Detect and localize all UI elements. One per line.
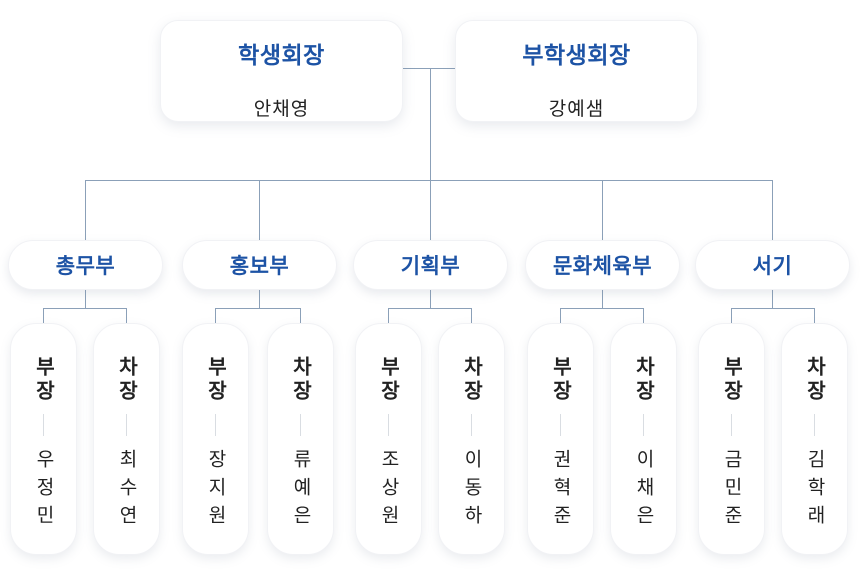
- connector-dept-rail: [85, 180, 773, 181]
- divider: [814, 414, 815, 436]
- connector-stub-dept-5: [772, 290, 773, 308]
- exec-title: 학생회장: [238, 42, 325, 68]
- connector-stub-dept-4: [602, 290, 603, 308]
- divider: [471, 414, 472, 436]
- member-name: 김학래: [804, 449, 825, 533]
- member-name: 최수연: [116, 449, 137, 533]
- divider: [126, 414, 127, 436]
- dept-label: 총무부: [55, 255, 116, 278]
- divider: [643, 414, 644, 436]
- divider: [43, 414, 44, 436]
- exec-title: 부학생회장: [522, 42, 631, 68]
- member-card: 차장 김학래: [781, 323, 848, 555]
- connector-fork-5-left: [731, 308, 732, 323]
- member-name: 권혁준: [550, 449, 571, 533]
- connector-stub-dept-3: [430, 290, 431, 308]
- connector-drop-dept-5: [772, 180, 773, 240]
- dept-label: 서기: [752, 255, 793, 278]
- connector-fork-1-left: [43, 308, 44, 323]
- divider: [300, 414, 301, 436]
- member-name: 장지원: [205, 449, 226, 533]
- divider: [560, 414, 561, 436]
- connector-fork-3: [388, 308, 471, 309]
- member-role: 차장: [632, 356, 654, 404]
- dept-pill-public-relations: 홍보부: [182, 240, 337, 290]
- member-name: 금민준: [721, 449, 742, 533]
- connector-fork-1: [43, 308, 126, 309]
- dept-pill-secretary: 서기: [695, 240, 850, 290]
- connector-fork-2-left: [215, 308, 216, 323]
- member-card: 차장 이동하: [438, 323, 505, 555]
- member-card: 부장 우정민: [10, 323, 77, 555]
- member-name: 이동하: [461, 449, 482, 533]
- member-role: 차장: [289, 356, 311, 404]
- member-role: 부장: [549, 356, 571, 404]
- exec-name: 안채영: [253, 99, 310, 120]
- member-role: 차장: [803, 356, 825, 404]
- connector-fork-4-right: [643, 308, 644, 323]
- connector-drop-dept-2: [259, 180, 260, 240]
- connector-drop-dept-3: [430, 180, 431, 240]
- dept-pill-culture-sports: 문화체육부: [525, 240, 680, 290]
- member-name: 우정민: [33, 449, 54, 533]
- member-card: 부장 장지원: [182, 323, 249, 555]
- member-name: 류예은: [290, 449, 311, 533]
- exec-box-president: 학생회장 안채영: [160, 20, 403, 122]
- connector-fork-3-left: [388, 308, 389, 323]
- connector-trunk: [430, 68, 431, 180]
- member-card: 차장 이채은: [610, 323, 677, 555]
- connector-fork-2: [215, 308, 300, 309]
- connector-fork-1-right: [126, 308, 127, 323]
- member-card: 부장 금민준: [698, 323, 765, 555]
- divider: [731, 414, 732, 436]
- member-card: 차장 최수연: [93, 323, 160, 555]
- connector-fork-5-right: [814, 308, 815, 323]
- member-role: 부장: [204, 356, 226, 404]
- member-name: 조상원: [378, 449, 399, 533]
- dept-pill-planning: 기획부: [353, 240, 508, 290]
- dept-label: 홍보부: [229, 255, 290, 278]
- member-role: 부장: [720, 356, 742, 404]
- member-role: 부장: [377, 356, 399, 404]
- connector-drop-dept-1: [85, 180, 86, 240]
- exec-box-vice-president: 부학생회장 강예샘: [455, 20, 698, 122]
- connector-fork-5: [731, 308, 814, 309]
- connector-fork-3-right: [471, 308, 472, 323]
- member-role: 부장: [32, 356, 54, 404]
- member-card: 부장 권혁준: [527, 323, 594, 555]
- divider: [215, 414, 216, 436]
- connector-stub-dept-1: [85, 290, 86, 308]
- member-card: 차장 류예은: [267, 323, 334, 555]
- divider: [388, 414, 389, 436]
- member-name: 이채은: [633, 449, 654, 533]
- dept-pill-general-affairs: 총무부: [8, 240, 163, 290]
- member-role: 차장: [115, 356, 137, 404]
- connector-exec-bridge: [403, 68, 455, 69]
- dept-label: 기획부: [400, 255, 461, 278]
- connector-fork-4-left: [560, 308, 561, 323]
- member-role: 차장: [460, 356, 482, 404]
- connector-fork-2-right: [300, 308, 301, 323]
- dept-label: 문화체육부: [552, 255, 653, 278]
- exec-name: 강예샘: [548, 99, 605, 120]
- connector-fork-4: [560, 308, 643, 309]
- member-card: 부장 조상원: [355, 323, 422, 555]
- connector-stub-dept-2: [259, 290, 260, 308]
- connector-drop-dept-4: [602, 180, 603, 240]
